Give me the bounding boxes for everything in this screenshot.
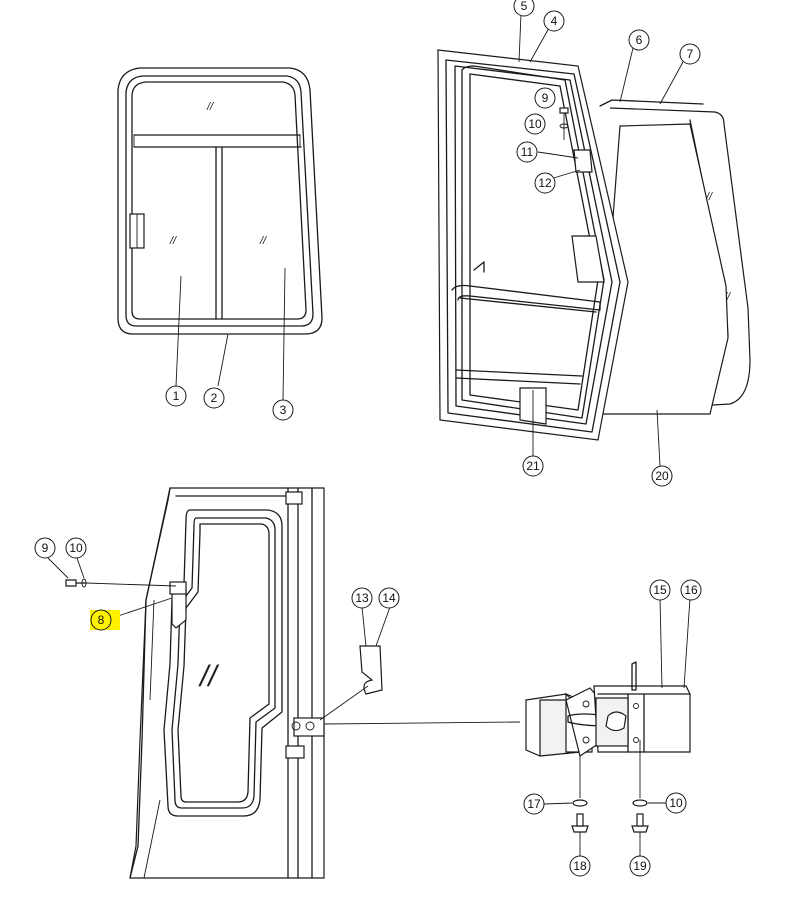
svg-text:1: 1 <box>173 389 180 403</box>
svg-text:7: 7 <box>687 47 694 61</box>
svg-text:10: 10 <box>69 541 83 555</box>
svg-text:9: 9 <box>542 91 549 105</box>
callout-2: 2 <box>203 387 225 409</box>
svg-text:10: 10 <box>528 117 542 131</box>
callout-9-lower: 9 <box>34 537 56 559</box>
latch-assembly <box>525 597 691 856</box>
callout-20: 20 <box>651 465 673 487</box>
svg-text:3: 3 <box>280 403 287 417</box>
svg-text:8: 8 <box>98 613 105 627</box>
glass-hatch-mark: // <box>206 101 214 113</box>
svg-text:4: 4 <box>551 14 558 28</box>
callout-13: 13 <box>351 587 373 609</box>
glass-hatch-mark: // <box>259 235 267 247</box>
callout-11: 11 <box>516 141 538 163</box>
callout-21: 21 <box>522 455 544 477</box>
callout-5: 5 <box>513 0 535 17</box>
callout-10-latch: 10 <box>665 792 687 814</box>
door-frame-side-view: // // <box>437 13 751 467</box>
callout-16: 16 <box>680 579 702 601</box>
callout-1: 1 <box>165 385 187 407</box>
svg-text:13: 13 <box>355 591 369 605</box>
glass-hatch-mark: // <box>705 191 713 203</box>
svg-text:17: 17 <box>527 797 541 811</box>
svg-text:16: 16 <box>684 583 698 597</box>
svg-text:15: 15 <box>653 583 667 597</box>
svg-text:14: 14 <box>382 591 396 605</box>
callout-18: 18 <box>569 855 591 877</box>
svg-text:11: 11 <box>521 145 534 159</box>
svg-text:10: 10 <box>669 796 683 810</box>
svg-text:19: 19 <box>633 859 647 873</box>
svg-text:12: 12 <box>538 176 552 190</box>
svg-text:2: 2 <box>211 391 218 405</box>
callout-7: 7 <box>679 43 701 65</box>
svg-text:18: 18 <box>573 859 587 873</box>
glass-hatch-mark: // <box>198 660 219 693</box>
svg-text:5: 5 <box>521 0 528 13</box>
glass-hatch-mark: // <box>723 291 731 303</box>
callout-17: 17 <box>523 793 545 815</box>
callout-14: 14 <box>378 587 400 609</box>
svg-text:21: 21 <box>526 459 540 473</box>
callout-19: 19 <box>629 855 651 877</box>
callout-6: 6 <box>628 29 650 51</box>
callout-3: 3 <box>272 399 294 421</box>
callout-9-upper: 9 <box>534 87 556 109</box>
svg-text:20: 20 <box>655 469 669 483</box>
callout-12: 12 <box>534 172 556 194</box>
rear-window-assembly: // // // <box>117 67 323 401</box>
glass-hatch-mark: // <box>169 235 177 247</box>
door-front-view: // <box>47 487 521 879</box>
svg-text:9: 9 <box>42 541 49 555</box>
callout-4: 4 <box>543 10 565 32</box>
callout-10-lower: 10 <box>65 537 87 559</box>
callout-10-upper: 10 <box>524 113 546 135</box>
callout-8-highlighted: 8 <box>90 609 120 631</box>
callout-15: 15 <box>649 579 671 601</box>
svg-text:6: 6 <box>636 33 643 47</box>
